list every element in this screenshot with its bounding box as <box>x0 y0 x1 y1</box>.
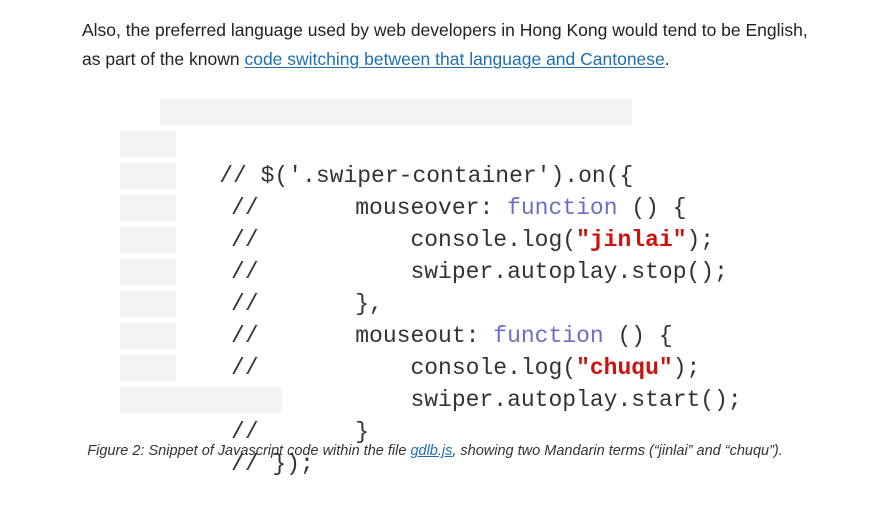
code-line: // $('.swiper-container').on({ <box>120 96 720 189</box>
string-jinlai: "jinlai" <box>576 227 687 253</box>
code-line: // } <box>120 352 720 445</box>
code-line-text: // } <box>217 419 370 445</box>
code-line-text: // mouseout: function () { <box>217 323 673 349</box>
code-line-text: // mouseover: function () { <box>217 195 687 221</box>
code-line: // console.log("chuqu"); <box>120 288 720 381</box>
code-line-text: // console.log("jinlai"); <box>217 227 715 253</box>
caption-text-end: , showing two Mandarin terms (“jinlai” a… <box>452 443 783 459</box>
paragraph-text-start: Also, the preferred language used by web… <box>82 20 808 69</box>
code-line-text: // }, <box>217 291 383 317</box>
code-line-text: // }); <box>217 451 314 477</box>
code-line-text: // console.log("chuqu"); <box>217 355 701 381</box>
figure-caption: Figure 2: Snippet of Javascript code wit… <box>80 442 790 461</box>
keyword-function: function <box>493 323 604 349</box>
string-chuqu: "chuqu" <box>576 355 673 381</box>
gdlb-js-link[interactable]: gdlb.js <box>410 443 453 459</box>
code-line: // mouseover: function () { <box>120 128 720 221</box>
caption-text-start: Figure 2: Snippet of Javascript code wit… <box>87 443 411 459</box>
code-line: // console.log("jinlai"); <box>120 160 720 253</box>
code-line: // swiper.autoplay.stop(); <box>120 192 728 285</box>
code-snippet: // $('.swiper-container').on({ // mouseo… <box>120 96 742 477</box>
code-line-text: // swiper.autoplay.stop(); <box>217 259 728 285</box>
code-line: // }, <box>120 224 720 317</box>
body-paragraph: Also, the preferred language used by web… <box>82 16 822 74</box>
code-line: // mouseout: function () { <box>120 256 720 349</box>
code-line: // }); <box>120 384 720 477</box>
code-line: // swiper.autoplay.start(); <box>120 320 742 413</box>
paragraph-text-end: . <box>664 49 670 69</box>
code-switching-link[interactable]: code switching between that language and… <box>244 49 665 69</box>
code-line-text: // $('.swiper-container').on({ <box>219 163 634 189</box>
keyword-function: function <box>507 195 618 221</box>
